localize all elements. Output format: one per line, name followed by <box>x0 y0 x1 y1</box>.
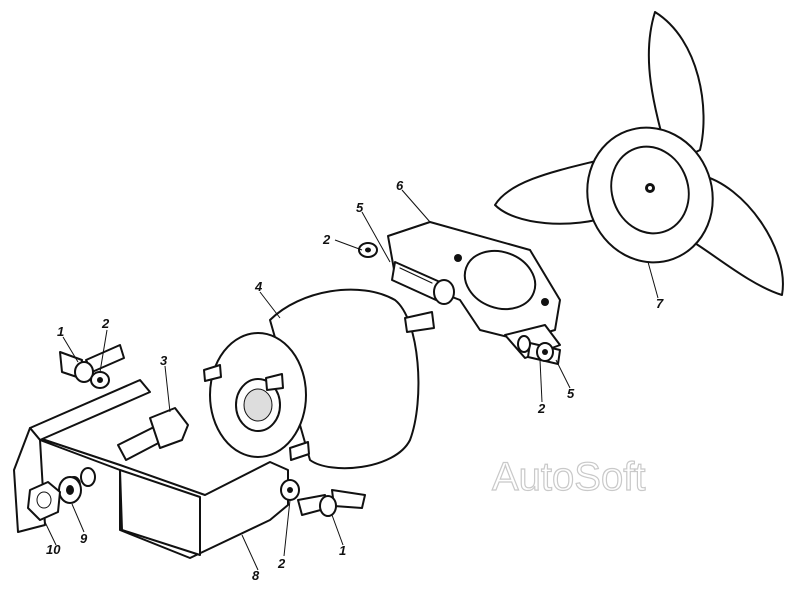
callout-washer-bottom: 2 <box>277 556 286 571</box>
callout-washer-left-top: 2 <box>101 316 110 331</box>
callout-washer-top: 2 <box>322 232 331 247</box>
leader-lines <box>43 189 659 571</box>
callout-wing-nut-left: 1 <box>57 324 64 339</box>
callout-wing-nut-bottom: 1 <box>339 543 346 558</box>
callout-screw-top: 5 <box>356 200 364 215</box>
watermark: AutoSoft <box>492 455 645 499</box>
wing-nut-left <box>59 344 125 383</box>
washer-left-top <box>90 371 110 389</box>
callout-motor: 4 <box>254 279 263 294</box>
callout-screw-right: 5 <box>567 386 575 401</box>
callout-fan: 7 <box>656 296 664 311</box>
lock-washer <box>58 476 82 504</box>
callout-mount-bracket: 8 <box>252 568 260 583</box>
fan-impeller <box>494 11 784 296</box>
callout-lock-washer: 9 <box>80 531 88 546</box>
callout-bolt: 3 <box>160 353 168 368</box>
flange-bracket <box>387 221 561 359</box>
hex-nut <box>27 481 61 521</box>
electric-motor <box>203 288 435 470</box>
bolt <box>117 407 189 461</box>
washer-mid-left <box>280 479 300 501</box>
wing-nut-bottom <box>297 489 366 517</box>
callout-washer-right: 2 <box>537 401 546 416</box>
callout-flange-bracket: 6 <box>396 178 404 193</box>
washer-top-left <box>358 242 378 258</box>
callout-nut: 10 <box>46 542 61 557</box>
washer-right <box>536 342 554 362</box>
screw-top <box>391 261 455 305</box>
